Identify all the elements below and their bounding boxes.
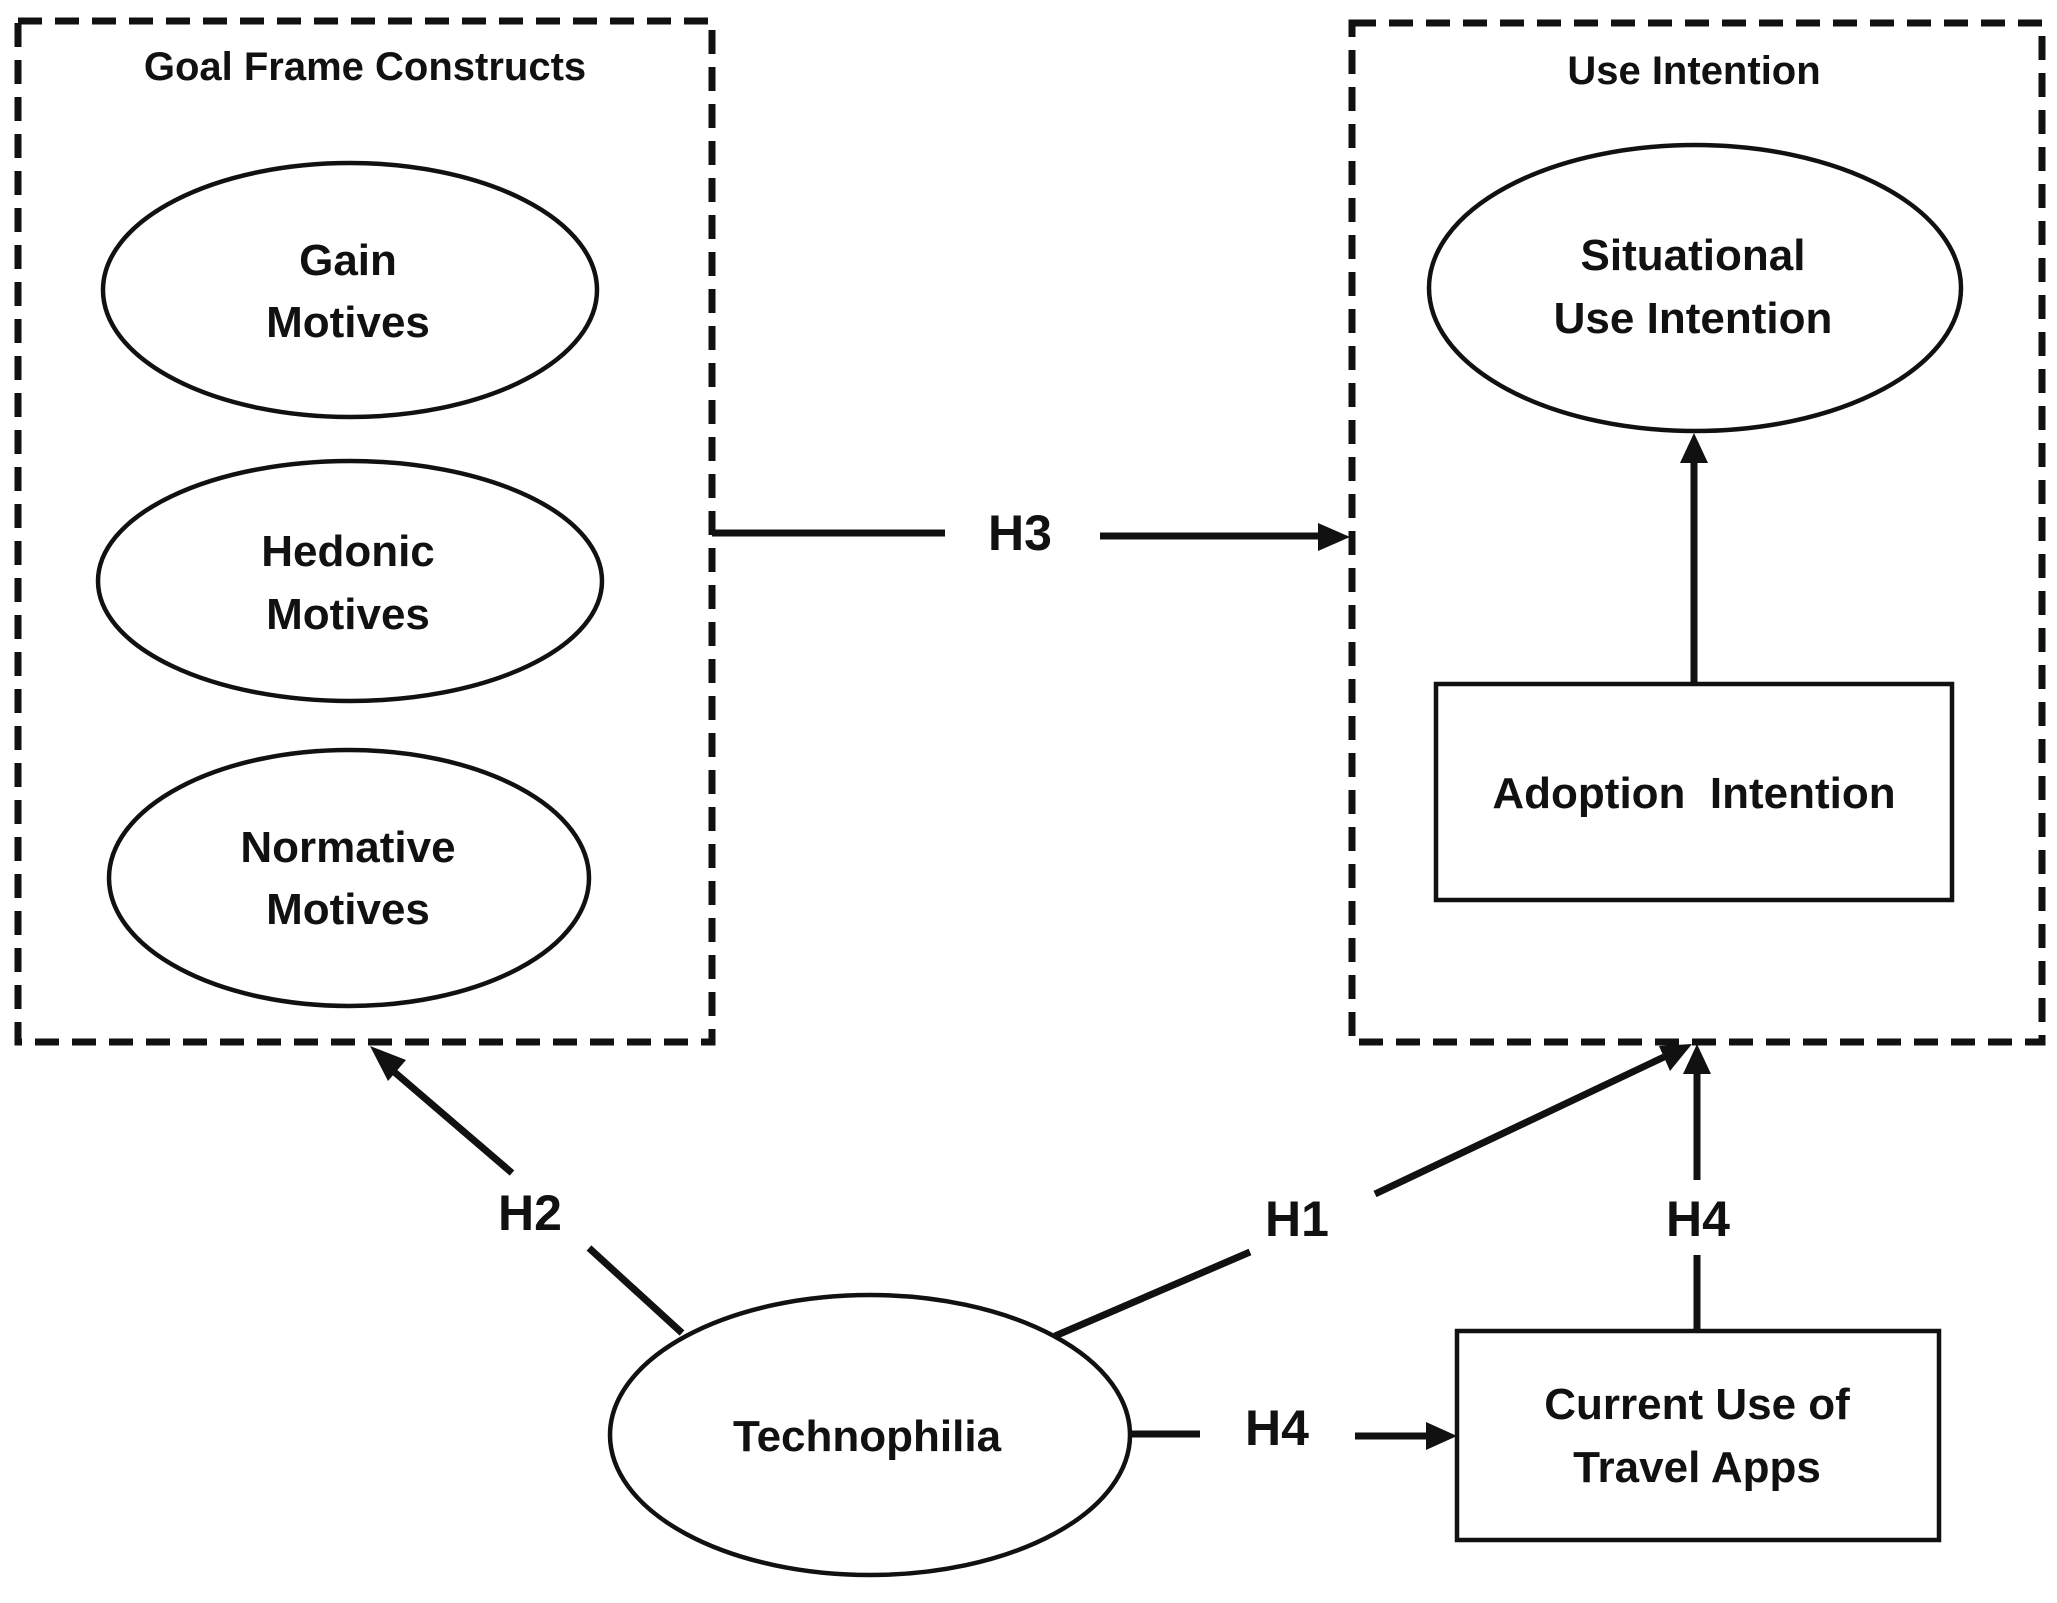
normative-motives-label-line-1: Normative bbox=[240, 823, 455, 872]
normative-motives-ellipse bbox=[106, 747, 592, 1009]
node-gain-motives: Gain Motives bbox=[100, 160, 600, 420]
hedonic-motives-label-line-2: Motives bbox=[266, 590, 430, 639]
edge-h1-arrowhead bbox=[1659, 1044, 1692, 1071]
adoption-intention-label: Adoption Intention bbox=[1492, 769, 1895, 818]
edge-h2-segment-lower bbox=[586, 1245, 685, 1336]
use-intention-box bbox=[1348, 19, 2046, 1046]
edge-h2-arrowhead bbox=[370, 1046, 406, 1081]
label-h2: H2 bbox=[498, 1185, 562, 1241]
current-use-label-line-2: Travel Apps bbox=[1573, 1443, 1821, 1492]
normative-motives-label-line-2: Motives bbox=[266, 885, 430, 934]
node-normative-motives: Normative Motives bbox=[106, 747, 592, 1009]
gain-motives-label-line-1: Gain bbox=[299, 236, 397, 285]
edge-h3-arrowhead bbox=[1318, 523, 1350, 551]
gain-motives-ellipse bbox=[100, 160, 600, 420]
label-h4-horizontal: H4 bbox=[1245, 1400, 1309, 1456]
group-use-intention: Use Intention bbox=[1348, 19, 2046, 1046]
edge-h1: H1 bbox=[1053, 1044, 1692, 1340]
adoption-intention-box bbox=[1433, 681, 1955, 903]
current-use-box bbox=[1454, 1328, 1942, 1543]
label-h1: H1 bbox=[1265, 1191, 1329, 1247]
edge-h4-vertical: H4 bbox=[1666, 1044, 1730, 1331]
edge-adoption-to-situational-arrowhead bbox=[1680, 433, 1708, 463]
node-current-use-of-travel-apps: Current Use of Travel Apps bbox=[1454, 1328, 1942, 1543]
edge-h4-vertical-arrowhead bbox=[1683, 1044, 1711, 1074]
hedonic-motives-label-line-1: Hedonic bbox=[261, 527, 435, 576]
situational-label-line-2: Use Intention bbox=[1554, 294, 1833, 343]
gain-motives-label-line-2: Motives bbox=[266, 298, 430, 347]
node-situational-use-intention: Situational Use Intention bbox=[1426, 142, 1964, 434]
technophilia-label: Technophilia bbox=[733, 1412, 1002, 1461]
node-technophilia: Technophilia bbox=[607, 1292, 1133, 1578]
node-hedonic-motives: Hedonic Motives bbox=[95, 458, 605, 704]
hedonic-motives-ellipse bbox=[95, 458, 605, 704]
use-intention-title: Use Intention bbox=[1567, 49, 1820, 93]
edge-h1-segment-upper bbox=[1373, 1053, 1666, 1198]
label-h3: H3 bbox=[988, 505, 1052, 561]
label-h4-vertical: H4 bbox=[1666, 1191, 1730, 1247]
current-use-label-line-1: Current Use of bbox=[1544, 1380, 1850, 1429]
situational-use-intention-ellipse bbox=[1426, 142, 1964, 434]
edge-h2: H2 bbox=[370, 1046, 685, 1336]
node-adoption-intention: Adoption Intention bbox=[1433, 681, 1955, 903]
edge-h1-segment-lower bbox=[1053, 1248, 1252, 1340]
edge-h4-horizontal-arrowhead bbox=[1426, 1422, 1457, 1450]
goal-frame-title: Goal Frame Constructs bbox=[144, 45, 586, 89]
edge-h4-horizontal: H4 bbox=[1130, 1400, 1457, 1456]
edge-h2-segment-upper bbox=[389, 1067, 515, 1176]
edge-adoption-to-situational bbox=[1680, 433, 1708, 684]
situational-label-line-1: Situational bbox=[1581, 231, 1806, 280]
edge-h3: H3 bbox=[712, 505, 1350, 561]
